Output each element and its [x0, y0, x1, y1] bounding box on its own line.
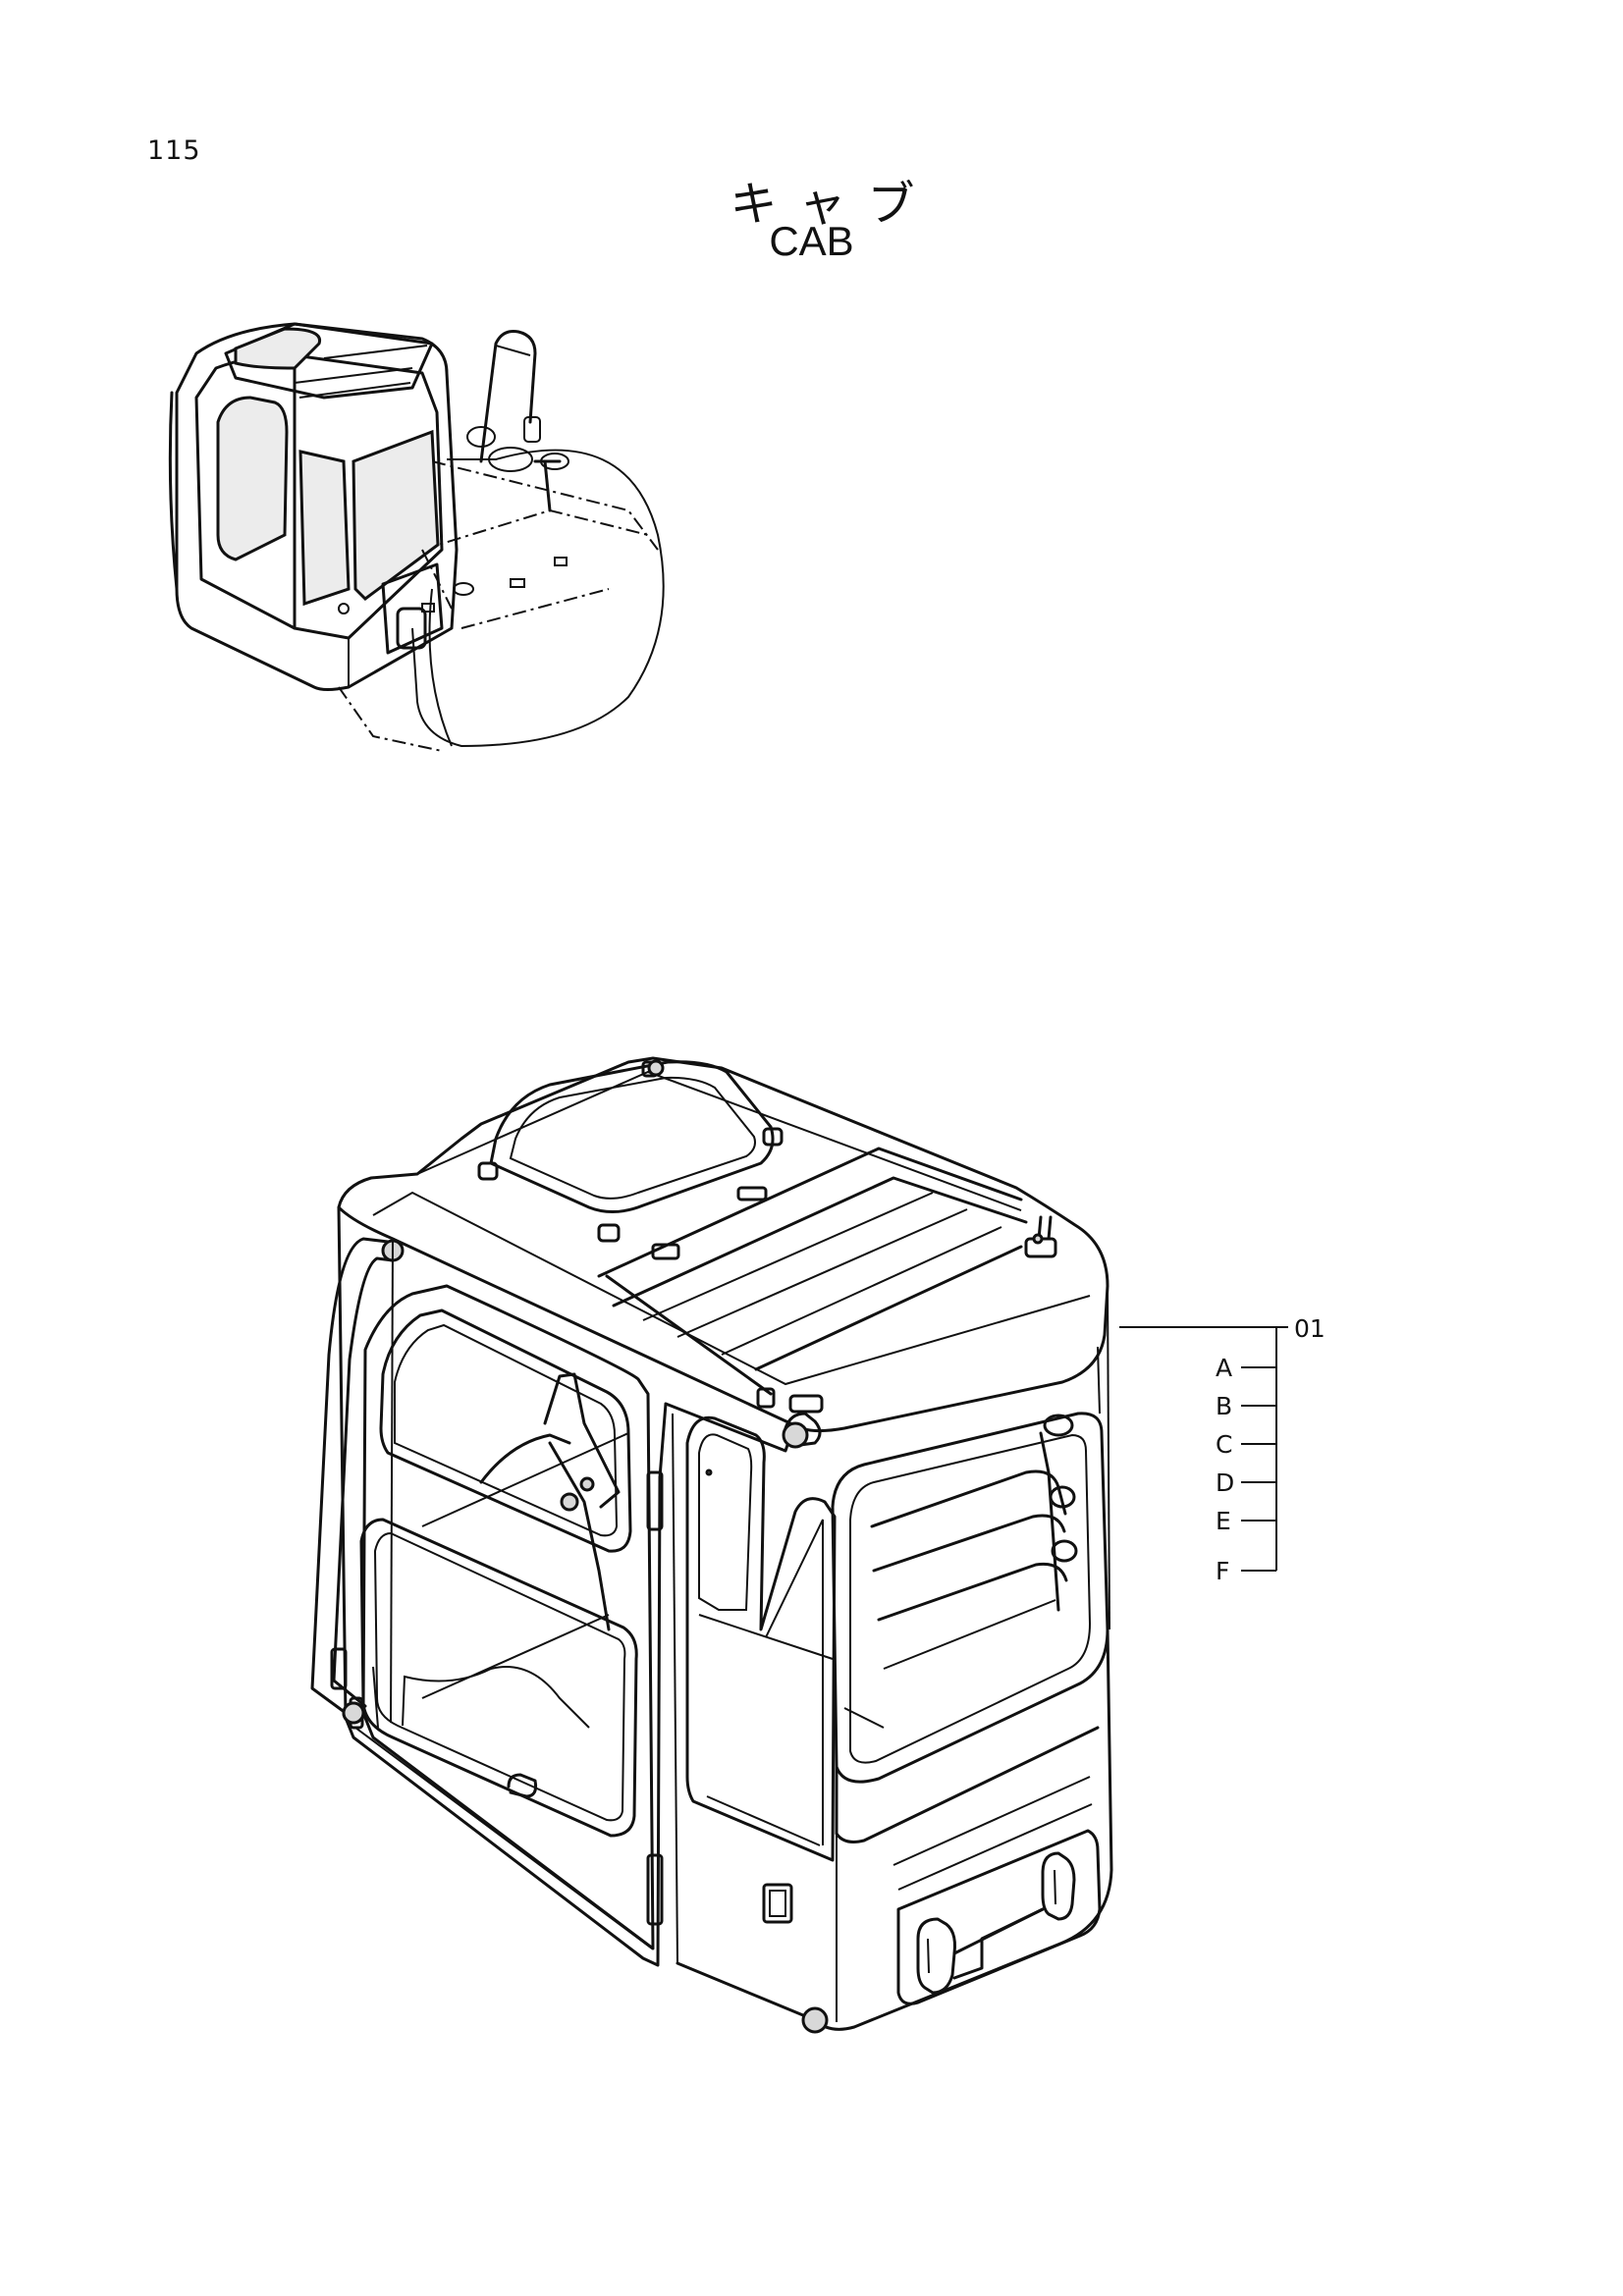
callout-variant-f: F	[1216, 1557, 1229, 1585]
location-view	[168, 322, 665, 752]
deck-handrail	[479, 330, 537, 463]
cab-assembly	[310, 1056, 1113, 2034]
cab-left-side	[337, 1205, 662, 1967]
callout-variant-a: A	[1216, 1354, 1232, 1382]
cab-roof	[337, 1056, 1109, 1433]
front-panel-grip	[896, 1829, 1102, 2005]
page-number: 115	[147, 135, 201, 166]
callout-group: 01 A B C D E F	[1119, 1314, 1325, 1585]
small-cab-body	[175, 322, 459, 691]
callout-variant-d: D	[1216, 1468, 1234, 1497]
page-title-english: CAB	[769, 218, 854, 264]
roof-hatch	[489, 1060, 775, 1213]
callout-variant-e: E	[1216, 1507, 1231, 1535]
front-window	[831, 1412, 1109, 1784]
page-title-japanese: キャブ	[730, 177, 937, 232]
callout-variant-b: B	[1216, 1392, 1232, 1420]
callout-variant-c: C	[1216, 1430, 1232, 1459]
door-lower-window	[359, 1518, 638, 1838]
door-upper-window	[379, 1308, 632, 1553]
counterweight	[411, 449, 665, 748]
cab-door	[361, 1284, 655, 1950]
side-window	[685, 1415, 837, 1862]
callout-part-number: 01	[1294, 1314, 1325, 1343]
